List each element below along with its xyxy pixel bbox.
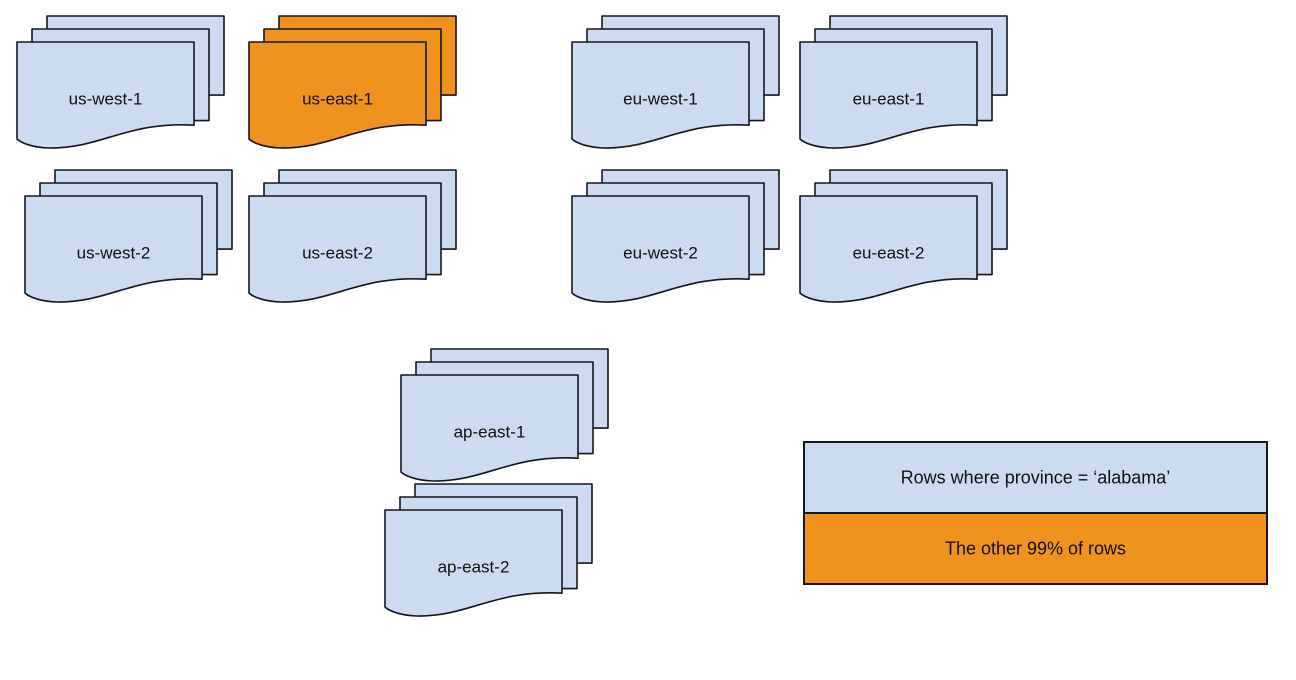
stack-sheet-front <box>799 41 978 149</box>
stack-label-eu-east-2: eu-east-2 <box>853 244 925 263</box>
legend-row-alabama[interactable]: Rows where province = ‘alabama’ <box>803 441 1268 514</box>
document-stacks-group: us-west-1 us-east-1 eu-west-1 eu-east-1 us-w… <box>16 15 1008 617</box>
stack-label-eu-west-2: eu-west-2 <box>623 244 698 263</box>
legend-group: Rows where province = ‘alabama’ The other… <box>803 441 1268 585</box>
document-stack-us-west-1[interactable]: us-west-1 <box>16 15 225 149</box>
stack-sheet-front <box>248 195 427 303</box>
document-stack-eu-east-2[interactable]: eu-east-2 <box>799 169 1008 303</box>
document-stack-us-east-1[interactable]: us-east-1 <box>248 15 457 149</box>
stack-label-ap-east-1: ap-east-1 <box>454 423 526 442</box>
stack-label-us-west-1: us-west-1 <box>69 90 143 109</box>
stack-label-ap-east-2: ap-east-2 <box>438 558 510 577</box>
stack-sheet-front <box>799 195 978 303</box>
document-stack-ap-east-1[interactable]: ap-east-1 <box>400 348 609 482</box>
document-stack-eu-west-1[interactable]: eu-west-1 <box>571 15 780 149</box>
document-stack-us-west-2[interactable]: us-west-2 <box>24 169 233 303</box>
document-stack-eu-west-2[interactable]: eu-west-2 <box>571 169 780 303</box>
document-stack-eu-east-1[interactable]: eu-east-1 <box>799 15 1008 149</box>
stack-label-us-west-2: us-west-2 <box>77 244 151 263</box>
stack-label-us-east-2: us-east-2 <box>302 244 373 263</box>
stack-sheet-front <box>16 41 195 149</box>
legend-swatch-blue <box>803 441 1268 514</box>
legend-row-alabama-label: Rows where province = ‘alabama’ <box>901 467 1171 487</box>
stack-sheet-front <box>248 41 427 149</box>
stack-label-us-east-1: us-east-1 <box>302 90 373 109</box>
stack-sheet-front <box>571 195 750 303</box>
stack-label-eu-east-1: eu-east-1 <box>853 90 925 109</box>
stack-label-eu-west-1: eu-west-1 <box>623 90 698 109</box>
stack-sheet-front <box>400 374 579 482</box>
document-stack-ap-east-2[interactable]: ap-east-2 <box>384 483 593 617</box>
stack-sheet-front <box>384 509 563 617</box>
stack-sheet-front <box>24 195 203 303</box>
legend-swatch-orange <box>803 512 1268 585</box>
legend-row-other-label: The other 99% of rows <box>945 538 1126 558</box>
legend-row-other[interactable]: The other 99% of rows <box>803 512 1268 585</box>
stack-sheet-front <box>571 41 750 149</box>
document-stack-us-east-2[interactable]: us-east-2 <box>248 169 457 303</box>
